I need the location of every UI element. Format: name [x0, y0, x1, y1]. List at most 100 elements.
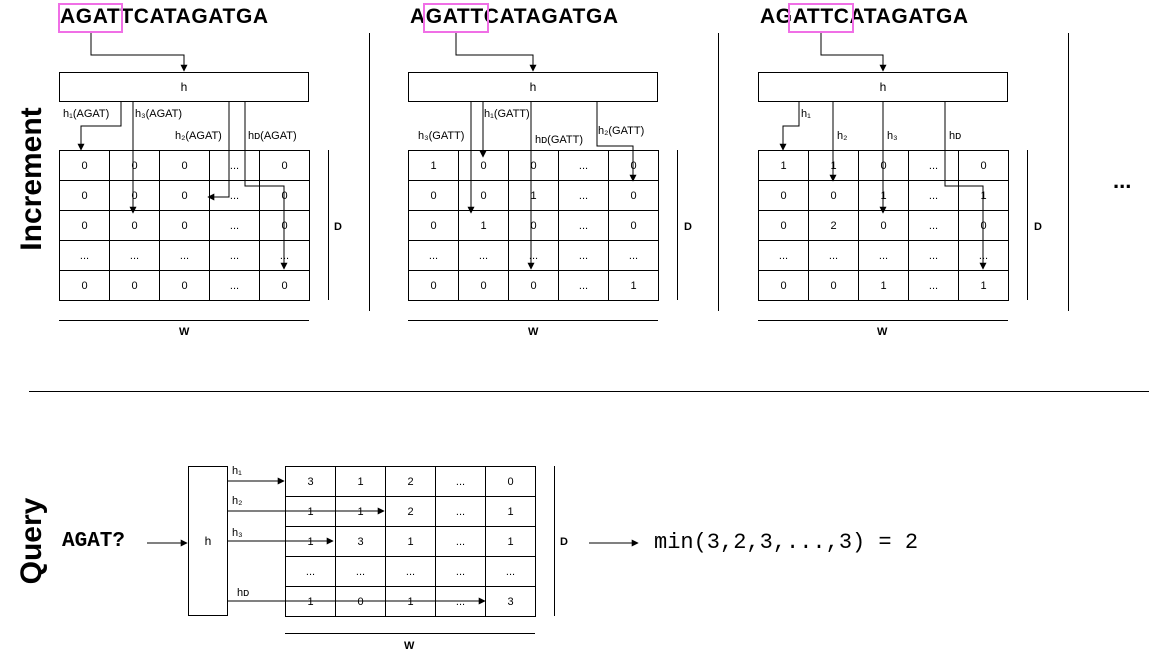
arrow-hd-p3	[944, 102, 987, 270]
depth-label-panel-1: D	[334, 221, 342, 233]
arrow-h1-p1	[77, 102, 122, 151]
depth-line-panel-1	[328, 150, 329, 300]
matrix-cell: ...	[209, 210, 260, 241]
hash-box-panel-3: h	[758, 72, 1008, 102]
sequence-panel-2: AGATTCATAGATGA	[410, 5, 619, 28]
matrix-cell: ...	[59, 240, 110, 271]
matrix-cell: 1	[958, 270, 1009, 301]
matrix-cell: ...	[608, 240, 659, 271]
panel-separator-1	[369, 33, 370, 311]
matrix-cell: ...	[458, 240, 509, 271]
arrow-h1-p3	[779, 102, 800, 151]
sequence-panel-3: AGATTCATAGATGA	[760, 5, 969, 28]
query-width-label: W	[404, 640, 415, 652]
min-result: min(3,2,3,...,3) = 2	[654, 530, 919, 555]
matrix-cell: 2	[385, 496, 436, 527]
arrow-label-h1: h₁	[801, 108, 811, 120]
matrix-cell: 0	[109, 210, 160, 241]
panel-separator-2	[718, 33, 719, 311]
continuation-ellipsis: ...	[1113, 168, 1132, 193]
matrix-cell: 0	[259, 270, 310, 301]
arrow-hd-p1	[244, 102, 288, 270]
kmer-highlight-panel-2	[423, 3, 489, 33]
arrow-label-hd: hᴅ	[949, 130, 962, 142]
arrow-label-h3: h₃(AGAT)	[135, 108, 183, 120]
section-divider	[29, 391, 1149, 392]
arrow-label-h2: h₂(AGAT)	[175, 130, 222, 142]
arrow-seq-to-hash-2	[455, 33, 537, 72]
arrow-seq-to-hash-3	[820, 33, 887, 72]
matrix-cell: 1	[758, 150, 809, 181]
matrix-cell: 0	[109, 270, 160, 301]
width-line-panel-2	[408, 320, 658, 321]
query-sequence: AGAT?	[62, 530, 126, 553]
arrow-h2-p2	[596, 102, 637, 182]
matrix-cell: 0	[508, 150, 559, 181]
matrix-cell: ...	[558, 270, 609, 301]
table-row: ...............	[408, 240, 659, 271]
arrow-label-hd: hᴅ(GATT)	[535, 134, 584, 146]
matrix-cell: 0	[508, 270, 559, 301]
depth-line-panel-2	[677, 150, 678, 300]
query-depth-line	[554, 466, 555, 616]
arrow-label-h1: h₁(AGAT)	[63, 108, 110, 120]
matrix-cell: ...	[109, 240, 160, 271]
hash-box-panel-2: h	[408, 72, 658, 102]
matrix-cell: ...	[485, 556, 536, 587]
arrow-seq-to-hash-1	[90, 33, 188, 72]
matrix-cell: 0	[59, 180, 110, 211]
query-depth-label: D	[560, 536, 568, 548]
width-line-panel-3	[758, 320, 1008, 321]
matrix-cell: 0	[485, 466, 536, 497]
matrix-cell: 2	[808, 210, 859, 241]
matrix-cell: 2	[385, 466, 436, 497]
query-label-h2: h₂	[232, 495, 243, 507]
sequence-panel-1: AGATTCATAGATGA	[60, 5, 269, 28]
matrix-cell: 0	[458, 270, 509, 301]
panel-separator-3	[1068, 33, 1069, 311]
arrow-label-h1: h₁(GATT)	[484, 108, 530, 120]
table-row: ...............	[285, 556, 536, 587]
matrix-cell: 3	[485, 586, 536, 617]
arrow-h2-p1	[207, 102, 230, 201]
matrix-cell: 0	[408, 210, 459, 241]
width-label-panel-3: W	[877, 326, 888, 338]
hash-box-panel-1: h	[59, 72, 309, 102]
matrix-cell: 0	[808, 270, 859, 301]
matrix-cell: ...	[558, 240, 609, 271]
query-hash-box: h	[188, 466, 228, 616]
matrix-cell: ...	[159, 240, 210, 271]
matrix-cell: 3	[285, 466, 336, 497]
query-label-h3: h₃	[232, 527, 243, 539]
matrix-cell: ...	[558, 210, 609, 241]
matrix-cell: 0	[958, 150, 1009, 181]
arrow-label-hd: hᴅ(AGAT)	[248, 130, 297, 142]
kmer-highlight-panel-1	[58, 3, 123, 33]
matrix-cell: 1	[485, 526, 536, 557]
query-label-hd: hᴅ	[237, 587, 250, 599]
matrix-cell: 0	[159, 270, 210, 301]
query-width-line	[285, 633, 535, 634]
matrix-cell: 1	[608, 270, 659, 301]
width-label-panel-1: W	[179, 326, 190, 338]
matrix-cell: ...	[558, 180, 609, 211]
query-label-h1: h₁	[232, 465, 242, 477]
arrow-label-h2: h₂	[837, 130, 848, 142]
matrix-cell: 0	[109, 150, 160, 181]
depth-label-panel-2: D	[684, 221, 692, 233]
matrix-cell: 0	[59, 210, 110, 241]
matrix-cell: ...	[435, 466, 486, 497]
arrow-label-h3: h₃(GATT)	[418, 130, 465, 142]
depth-label-panel-3: D	[1034, 221, 1042, 233]
